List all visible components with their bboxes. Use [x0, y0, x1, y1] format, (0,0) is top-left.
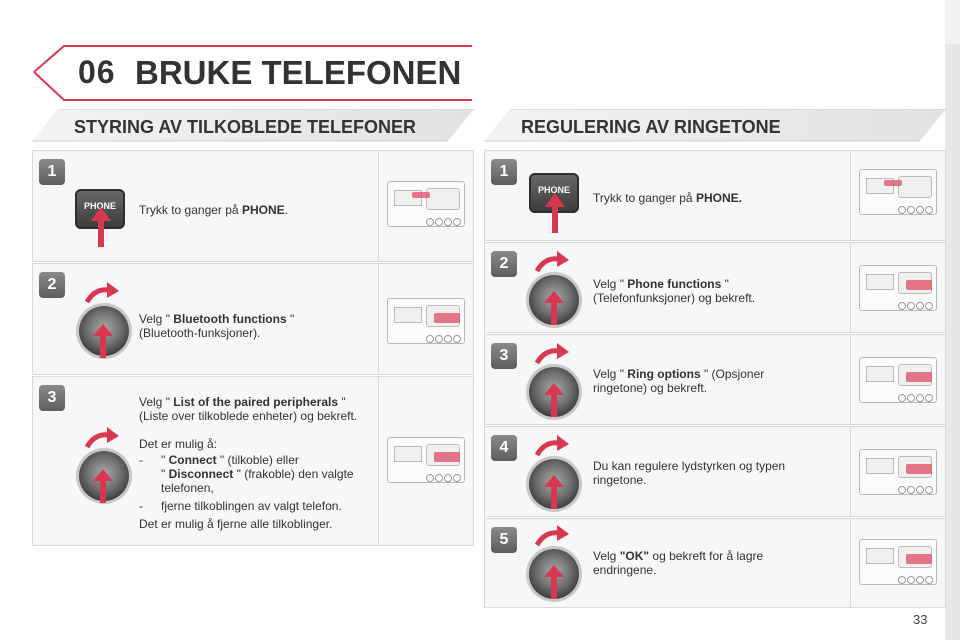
press-arrow-icon [544, 383, 564, 417]
phone-key-label: PHONE [537, 185, 570, 195]
page-edge-band-top [945, 0, 960, 44]
left-step-2: 2 Velg " Bluetooth functions " (Bluetoot… [32, 263, 474, 375]
step-number-badge: 3 [39, 385, 65, 411]
left-section-banner [32, 109, 474, 143]
press-arrow-icon [91, 207, 111, 247]
press-arrow-icon [544, 565, 564, 599]
left-section-title: STYRING AV TILKOBLEDE TELEFONER [74, 117, 417, 137]
right-step-4: 4 Du kan regulere lydstyrken og typen ri… [484, 426, 946, 517]
chapter-header-frame [32, 44, 474, 102]
press-arrow-icon [544, 291, 564, 325]
press-arrow-icon [93, 324, 113, 358]
left-step-3: 3 Velg " List of the paired peripherals … [32, 376, 474, 546]
page-number: 33 [913, 612, 928, 627]
press-arrow-icon [545, 193, 565, 233]
left-step-2-text: Velg " Bluetooth functions " (Bluetooth-… [139, 312, 295, 340]
rotate-arrow-icon [535, 343, 569, 365]
step-number-badge: 1 [491, 159, 517, 185]
radio-thumbnail [378, 264, 473, 374]
right-step-2-text: Velg " Phone functions " (Telefonfunksjo… [593, 277, 756, 305]
radio-thumbnail [850, 151, 945, 240]
rotate-arrow-icon [85, 282, 119, 304]
step-number-badge: 4 [491, 435, 517, 461]
page-edge-band [945, 44, 960, 640]
rotate-arrow-icon [85, 427, 119, 449]
right-step-5-text: Velg "OK" og bekreft for å lagre endring… [593, 549, 764, 577]
step-number-badge: 1 [39, 159, 65, 185]
right-section-title: REGULERING AV RINGETONE [521, 117, 781, 137]
radio-thumbnail [378, 151, 473, 261]
right-step-5: 5 Velg "OK" og bekreft for å lagre endri… [484, 518, 946, 608]
phone-key-label: PHONE [83, 201, 116, 211]
step-number-badge: 2 [491, 251, 517, 277]
right-step-2: 2 Velg " Phone functions " (Telefonfunks… [484, 242, 946, 333]
left-step-1: 1 PHONE Trykk to ganger på PHONE. [32, 150, 474, 262]
press-arrow-icon [93, 469, 113, 503]
right-step-3-text: Velg " Ring options " (Opsjoner ringeton… [593, 367, 765, 395]
radio-thumbnail [850, 243, 945, 332]
right-section-banner [484, 109, 946, 143]
left-step-1-text: Trykk to ganger på PHONE. [139, 203, 288, 217]
chapter-number: 06 [78, 54, 116, 90]
step-number-badge: 3 [491, 343, 517, 369]
radio-thumbnail [378, 377, 473, 545]
radio-thumbnail [850, 335, 945, 424]
right-step-3: 3 Velg " Ring options " (Opsjoner ringet… [484, 334, 946, 425]
step-number-badge: 5 [491, 527, 517, 553]
rotate-arrow-icon [535, 525, 569, 547]
right-step-1-text: Trykk to ganger på PHONE. [593, 191, 742, 205]
radio-thumbnail [850, 427, 945, 516]
right-step-4-text: Du kan regulere lydstyrken og typen ring… [593, 459, 786, 487]
left-step-3-text: Velg " List of the paired peripherals " … [139, 395, 358, 531]
radio-thumbnail [850, 519, 945, 607]
step-number-badge: 2 [39, 272, 65, 298]
right-step-1: 1 PHONE Trykk to ganger på PHONE. [484, 150, 946, 241]
press-arrow-icon [544, 475, 564, 509]
rotate-arrow-icon [535, 251, 569, 273]
chapter-title: BRUKE TELEFONEN [135, 54, 462, 91]
rotate-arrow-icon [535, 435, 569, 457]
